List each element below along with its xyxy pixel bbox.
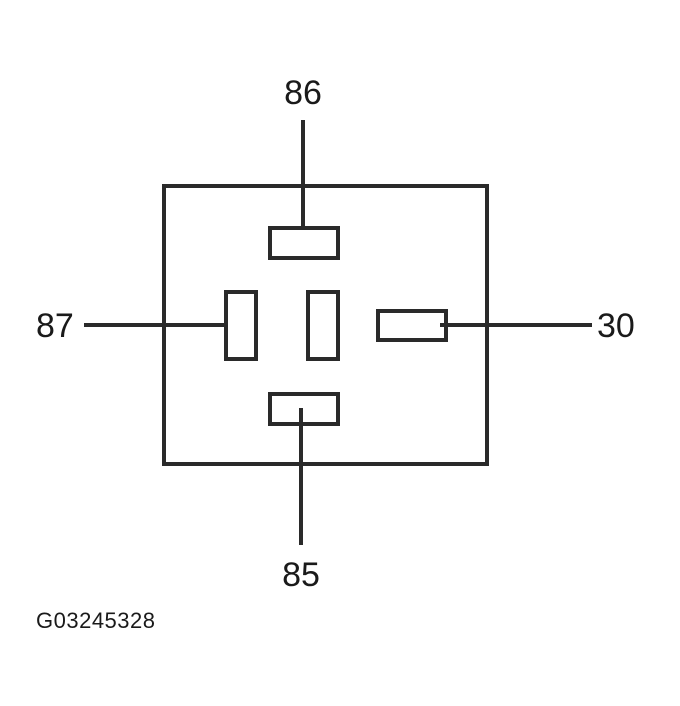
terminal-87 xyxy=(224,290,258,361)
figure-id-caption: G03245328 xyxy=(36,608,156,633)
pin-label-87: 87 xyxy=(36,307,74,345)
pin-label-86: 86 xyxy=(284,74,322,112)
terminal-center xyxy=(306,290,340,361)
pin-label-85: 85 xyxy=(282,556,320,594)
terminal-86 xyxy=(268,226,340,260)
terminal-85 xyxy=(268,392,340,426)
terminal-30 xyxy=(376,309,448,342)
pin-label-30: 30 xyxy=(597,307,635,345)
